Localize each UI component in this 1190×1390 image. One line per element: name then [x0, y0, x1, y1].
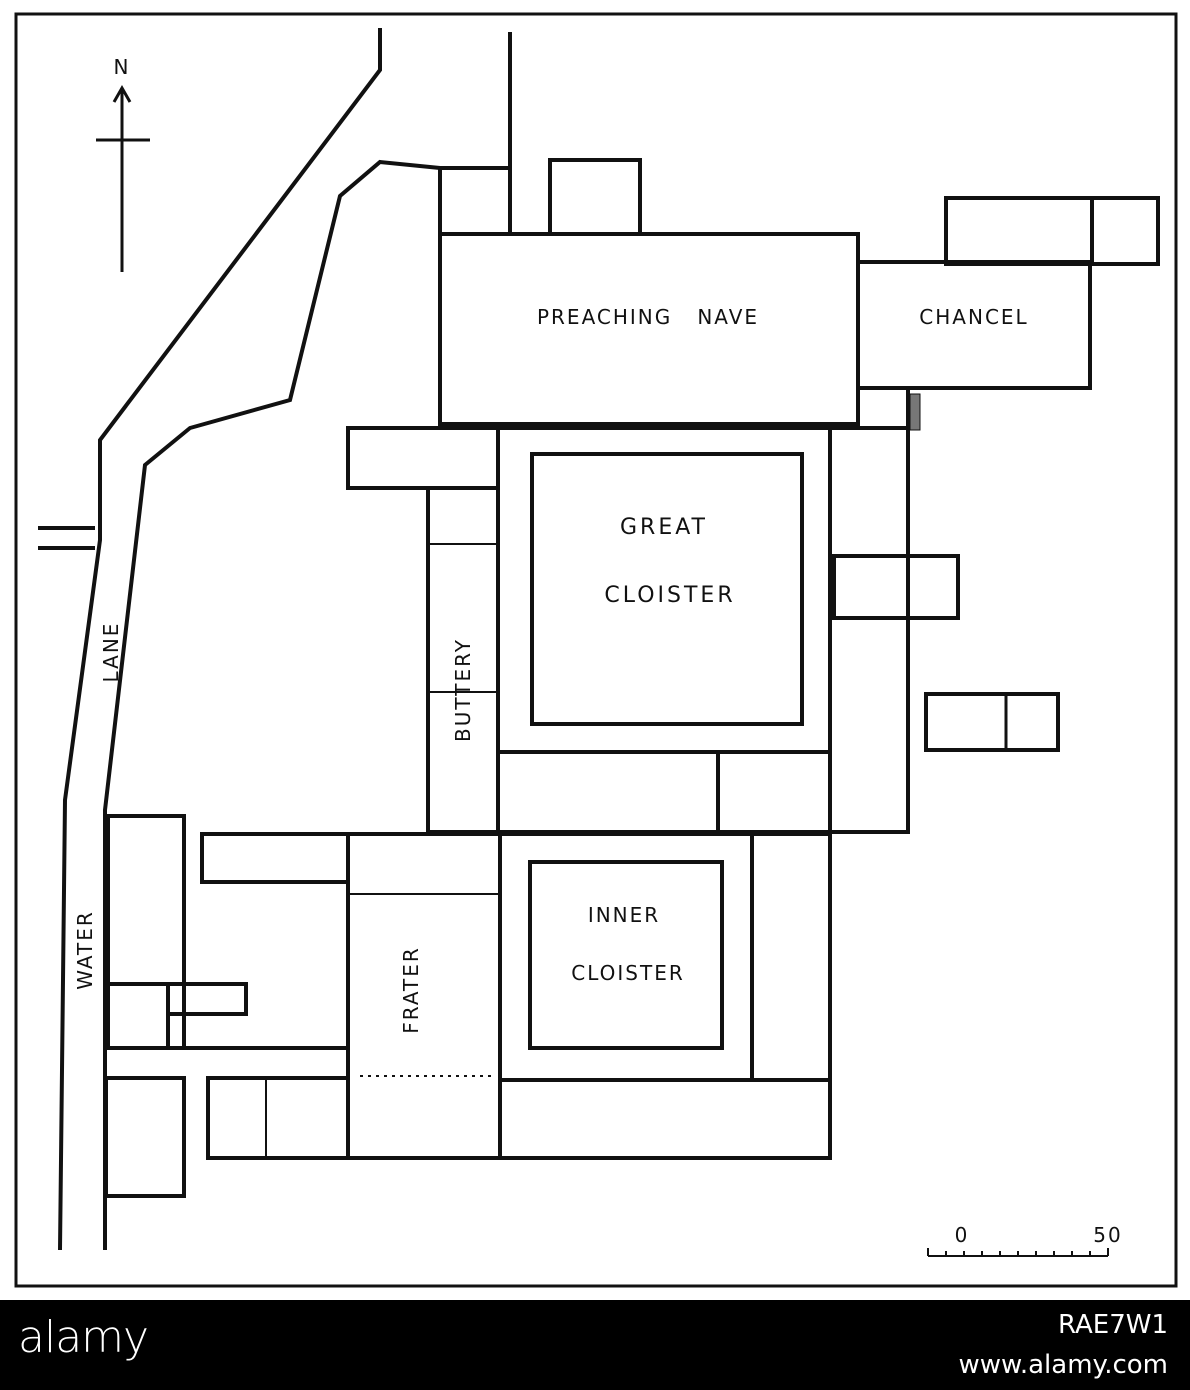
- east-projection-1: [832, 554, 960, 620]
- label-great-cloister-2: CLOISTER: [604, 583, 735, 608]
- preaching-nave-building: [438, 232, 860, 426]
- label-buttery: BUTTERY: [451, 638, 475, 742]
- scale-end-label: 50: [1093, 1223, 1122, 1247]
- plan-drawing: N PREACHING NAVE CHANCEL GREAT CLOISTER …: [14, 12, 1178, 1288]
- label-inner-cloister-2: CLOISTER: [571, 961, 684, 985]
- watermark-url: www.alamy.com: [958, 1350, 1168, 1380]
- scale-bar: [927, 1248, 1109, 1257]
- label-great-cloister-1: GREAT: [620, 515, 708, 540]
- label-preaching-nave: PREACHING NAVE: [537, 305, 759, 329]
- west-outbuilding-3: [104, 1076, 186, 1198]
- nave-annex-west: [438, 166, 512, 236]
- north-arrow-icon: [96, 84, 150, 272]
- image-id: RAE7W1: [1057, 1310, 1168, 1340]
- west-range-hall: [346, 426, 500, 490]
- site-plan: N PREACHING NAVE CHANCEL GREAT CLOISTER …: [14, 12, 1178, 1288]
- street-lines: [38, 28, 512, 1251]
- label-chancel: CHANCEL: [919, 305, 1028, 329]
- nave-annex-north: [548, 158, 642, 236]
- stair-mark: [909, 393, 921, 431]
- inner-cloister-range: [498, 832, 832, 1160]
- alamy-logo: alamy: [18, 1312, 149, 1363]
- label-inner-cloister-1: INNER: [588, 903, 660, 927]
- west-outbuilding-1: [200, 832, 350, 884]
- frater-building: [346, 832, 502, 1160]
- great-cloister-range: [496, 426, 910, 834]
- east-projection-2: [924, 692, 1060, 752]
- label-frater: FRATER: [399, 946, 423, 1033]
- north-label: N: [114, 55, 131, 79]
- chancel-annex: [944, 196, 1160, 266]
- label-lane: LANE: [99, 622, 123, 683]
- west-outbuilding-4: [206, 1076, 350, 1160]
- inner-cloister-garth: [528, 860, 724, 1050]
- watermark-bar: alamy RAE7W1 www.alamy.com: [0, 1300, 1190, 1390]
- scale-start-label: 0: [955, 1223, 970, 1247]
- map-border: [14, 12, 1178, 1288]
- label-water: WATER: [73, 910, 97, 990]
- great-cloister-garth: [530, 452, 804, 726]
